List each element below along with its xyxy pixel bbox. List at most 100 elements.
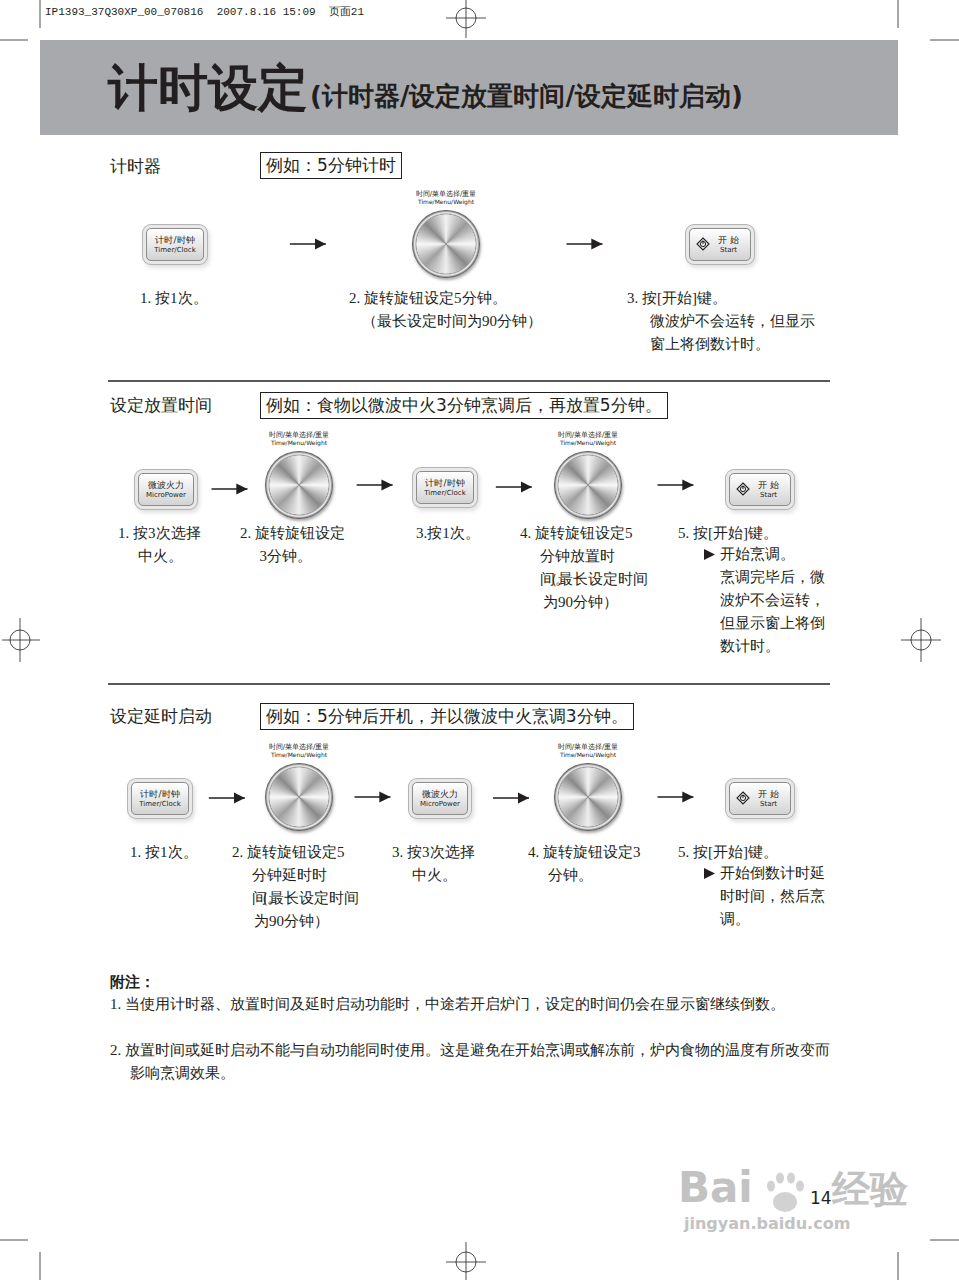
start-icon	[736, 791, 750, 805]
button-label: 计时/时钟	[154, 234, 195, 246]
button-label-en: Timer/Clock	[139, 800, 180, 809]
step-text: 2. 旋转旋钮设定3分钟。	[240, 522, 352, 568]
flow-arrow	[496, 486, 532, 488]
note-text: 2. 放置时间或延时启动不能与自动功能同时使用。这是避免在开始烹调或解冻前，炉内…	[110, 1039, 832, 1085]
button-label: 计时/时钟	[424, 477, 465, 489]
page-title: 计时设定	[108, 58, 308, 118]
flow-arrow	[212, 488, 248, 490]
panel-button: 微波火力MicroPower	[412, 782, 468, 815]
step-text: 1. 按1次。	[130, 841, 198, 864]
example-box: 例如：食物以微波中火3分钟烹调后，再放置5分钟。	[260, 392, 668, 419]
step-text: 4. 旋转旋钮设定3分钟。	[528, 841, 652, 887]
step-text: 3.按1次。	[416, 522, 480, 545]
step-text: 微波炉不会运转，但显示窗上将倒数计时。	[650, 310, 822, 356]
knob-dial	[554, 451, 622, 519]
start-button: 开 始Start	[729, 782, 791, 815]
section-heading: 设定放置时间	[110, 394, 212, 416]
button-label-en: Timer/Clock	[424, 489, 465, 498]
note-text: 1. 当使用计时器、放置时间及延时启动功能时，中途若开启炉门，设定的时间仍会在显…	[110, 993, 832, 1016]
knob-caption: 时间/菜单选择/重量	[558, 431, 619, 439]
section-heading: 计时器	[110, 155, 161, 177]
button-label: 开 始	[714, 234, 743, 246]
dial-knob: 时间/菜单选择/重量Time/Menu/Weight	[554, 431, 622, 519]
watermark: Bai	[678, 1163, 753, 1213]
step-text: 3. 按[开始]键。	[627, 287, 727, 310]
page-number: 14	[810, 1188, 832, 1208]
example-box: 例如：5分钟计时	[260, 152, 402, 179]
step-text: 3. 按3次选择中火。	[392, 841, 486, 887]
button-label-en: Timer/Clock	[154, 246, 195, 255]
button-label-en: Start	[754, 491, 783, 500]
knob-dial	[265, 451, 333, 519]
start-button: 开 始Start	[689, 228, 751, 261]
knob-caption-en: Time/Menu/Weight	[271, 751, 327, 758]
knob-caption: 时间/菜单选择/重量	[416, 190, 477, 198]
watermark: 经验	[832, 1166, 908, 1212]
step-text: 烹调完毕后，微波炉不会运转，但显示窗上将倒数计时。	[720, 566, 832, 658]
panel-button: 计时/时钟Timer/Clock	[131, 782, 188, 815]
knob-caption-en: Time/Menu/Weight	[560, 439, 616, 446]
example-text: 例如：5分钟计时	[266, 154, 396, 176]
button-label-en: MicroPower	[420, 800, 460, 809]
knob-dial	[412, 210, 480, 278]
note-heading: 附注：	[110, 971, 155, 994]
panel-button: 计时/时钟Timer/Clock	[416, 471, 473, 504]
button-label: 微波火力	[420, 788, 460, 800]
flow-arrow	[493, 797, 529, 799]
knob-caption-en: Time/Menu/Weight	[560, 751, 616, 758]
title-bar	[40, 40, 898, 135]
dial-knob: 时间/菜单选择/重量Time/Menu/Weight	[265, 431, 333, 519]
watermark-url: jingyan.baidu.com	[684, 1214, 850, 1234]
step-note: （最长设定时间为90分钟）	[362, 310, 542, 333]
step-text: 开始烹调。	[720, 543, 795, 566]
step-text: 5. 按[开始]键。	[678, 841, 778, 864]
example-text: 例如：5分钟后开机，并以微波中火烹调3分钟。	[266, 705, 628, 727]
step-text: 开始倒数计时延时时间，然后烹调。	[720, 862, 832, 931]
step-text: 2. 旋转旋钮设定5分钟。	[349, 287, 507, 310]
button-label: 计时/时钟	[139, 788, 180, 800]
flow-arrow	[567, 243, 603, 245]
step-text: 1. 按1次。	[140, 287, 208, 310]
flow-arrow	[354, 796, 390, 798]
flow-arrow	[357, 484, 393, 486]
knob-caption: 时间/菜单选择/重量	[558, 743, 619, 751]
print-header: IP1393_37Q30XP_00_070816 2007.8.16 15:09…	[45, 5, 364, 19]
step-note: （最长设定时间为90分钟）	[254, 887, 362, 933]
flow-arrow	[658, 796, 694, 798]
button-label-en: Start	[754, 800, 783, 809]
example-box: 例如：5分钟后开机，并以微波中火烹调3分钟。	[260, 703, 634, 730]
flow-arrow	[209, 797, 245, 799]
flow-arrow	[658, 484, 694, 486]
example-text: 例如：食物以微波中火3分钟烹调后，再放置5分钟。	[266, 394, 662, 416]
knob-caption: 时间/菜单选择/重量	[269, 743, 330, 751]
knob-caption: 时间/菜单选择/重量	[269, 431, 330, 439]
start-icon	[696, 237, 710, 251]
button-label: 微波火力	[146, 479, 186, 491]
button-label-en: MicroPower	[146, 491, 186, 500]
title-row: 计时设定(计时器/设定放置时间/设定延时启动)	[108, 58, 743, 118]
panel-button: 微波火力MicroPower	[138, 473, 194, 506]
knob-dial	[265, 763, 333, 831]
knob-caption-en: Time/Menu/Weight	[418, 198, 474, 205]
button-label-en: Start	[714, 246, 743, 255]
watermark-paw	[767, 1173, 804, 1213]
section-heading: 设定延时启动	[110, 705, 212, 727]
dial-knob: 时间/菜单选择/重量Time/Menu/Weight	[412, 190, 480, 278]
step-note: （最长设定时间为90分钟）	[543, 568, 651, 614]
start-button: 开 始Start	[729, 473, 791, 506]
step-text: 1. 按3次选择中火。	[118, 522, 212, 568]
button-label: 开 始	[754, 479, 783, 491]
knob-dial	[554, 763, 622, 831]
start-icon	[736, 482, 750, 496]
subtitle: (计时器/设定放置时间/设定延时启动)	[310, 79, 743, 113]
dial-knob: 时间/菜单选择/重量Time/Menu/Weight	[265, 743, 333, 831]
bullet-triangle	[704, 549, 715, 879]
panel-button: 计时/时钟Timer/Clock	[146, 228, 203, 261]
step-text: 5. 按[开始]键。	[678, 522, 778, 545]
flow-arrow	[290, 243, 326, 245]
